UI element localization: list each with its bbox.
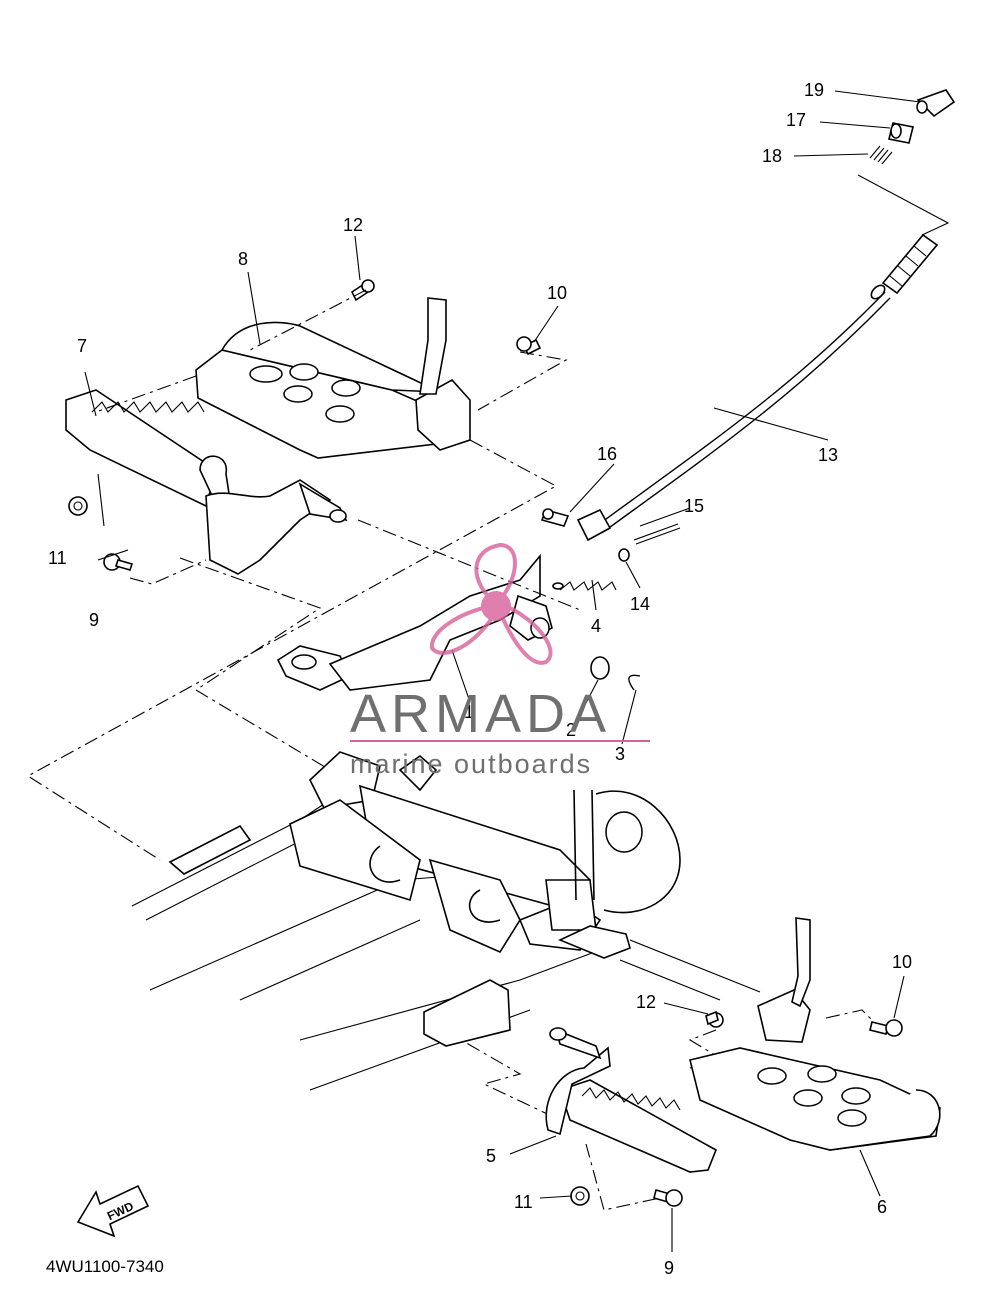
callout-11-top: 11 [48,548,67,568]
propeller-logo-icon [429,542,553,665]
callout-9-bottom: 9 [664,1258,674,1278]
callout-19: 19 [804,80,824,100]
watermark-logo: ARMADA marine outboards [350,542,650,779]
bolt-9-top [103,553,134,571]
left-footpeg [65,389,348,575]
nut-11-bottom [570,1186,590,1206]
pedal-washer [590,656,610,680]
vehicle-frame [131,751,761,1091]
diagram-code: 4WU1100-7340 [46,1257,164,1276]
callout-10-bottom: 10 [892,952,912,972]
watermark-tagline: marine outboards [350,749,592,779]
callout-10-top: 10 [547,283,567,303]
callout-2: 2 [566,720,576,740]
cable-adjuster [888,122,914,144]
pedal-spring [552,581,617,591]
right-footpeg [545,1027,718,1173]
callout-8: 8 [238,249,248,269]
bolt-10-bottom [869,1019,903,1037]
callout-13: 13 [818,445,838,465]
brake-cable [601,233,939,531]
callout-labels: 19 17 18 12 8 10 7 13 16 15 14 4 11 9 1 … [48,80,912,1278]
bolt-10-top [516,336,542,356]
joint-washer [618,548,630,562]
cable-spring [869,145,893,165]
callout-9-top: 9 [89,610,99,630]
bolt-12-top [350,279,375,302]
bolt-12-bottom [705,1010,724,1028]
leader-lines [84,90,921,1252]
callout-14: 14 [630,594,650,614]
callout-5: 5 [486,1146,496,1166]
callout-15: 15 [684,496,704,516]
callout-6: 6 [877,1197,887,1217]
callout-1: 1 [464,702,474,722]
callout-12-top: 12 [343,215,363,235]
brake-pedal [276,553,553,691]
cable-joint-pin [540,508,570,527]
pedal-circlip [628,674,641,691]
left-footrest-plate [195,297,472,459]
cable-end-fitting [916,89,956,118]
bolt-9-bottom [653,1189,683,1207]
callout-11-bottom: 11 [514,1192,533,1212]
right-footrest-plate [689,917,941,1151]
callout-18: 18 [762,146,782,166]
assembly-lines [26,289,875,1211]
watermark-brand: ARMADA [350,684,611,744]
nut-11-top [68,496,88,516]
cable-joint [576,508,612,542]
callout-4: 4 [591,616,601,636]
forward-arrow-icon: FWD [76,1184,150,1238]
callout-7: 7 [77,336,87,356]
callout-17: 17 [786,110,806,130]
callout-3: 3 [615,744,625,764]
cotter-pin [633,523,681,545]
callout-16: 16 [597,444,617,464]
cable-bracket-lines [857,174,950,236]
callout-12-bottom: 12 [636,992,656,1012]
